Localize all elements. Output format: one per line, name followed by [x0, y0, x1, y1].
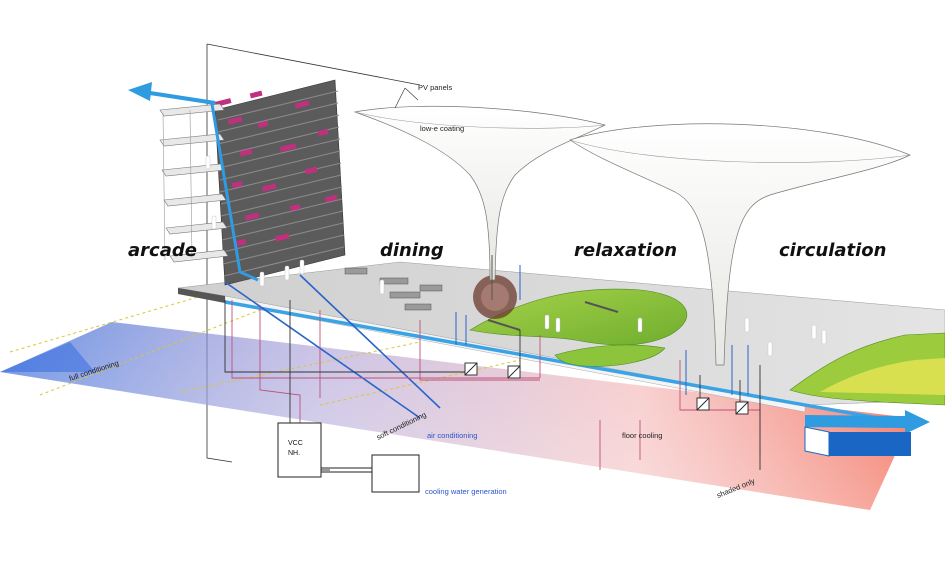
- conditioning-band: [0, 322, 912, 510]
- exhaust-arrow: [128, 82, 216, 105]
- low-e-coating-label: low-e coating: [420, 124, 464, 133]
- air-lines: [224, 274, 441, 419]
- pv-panels-label: PV panels: [418, 83, 452, 92]
- zone-label-dining: dining: [380, 240, 444, 261]
- outflow-arrow: [804, 410, 930, 457]
- annotation-pointers: [394, 87, 419, 109]
- arcade-building: [159, 79, 346, 286]
- zone-label-circulation: circulation: [779, 240, 886, 261]
- pipe-network: [224, 265, 761, 471]
- people-figures: [205, 155, 827, 357]
- zone-label-relaxation: relaxation: [574, 240, 677, 261]
- floor-cooling-label: floor cooling: [622, 431, 662, 440]
- air-duct: [210, 103, 259, 282]
- vcc-label: VCC: [288, 440, 303, 447]
- nh-label: NH.: [288, 450, 300, 457]
- relaxation-lawn: [469, 275, 945, 406]
- canopy-left: [353, 105, 606, 300]
- section-frame: [206, 43, 421, 463]
- heat-exchangers: [464, 362, 749, 415]
- zone-label-arcade: arcade: [128, 240, 197, 261]
- vcc-nh-unit: VCC NH.: [277, 422, 420, 493]
- air-conditioning-label: air conditioning: [427, 431, 477, 440]
- relaxation-benches: [487, 301, 619, 331]
- canopy-right: [569, 123, 911, 366]
- cooling-water-generation-label: cooling water generation: [425, 487, 507, 496]
